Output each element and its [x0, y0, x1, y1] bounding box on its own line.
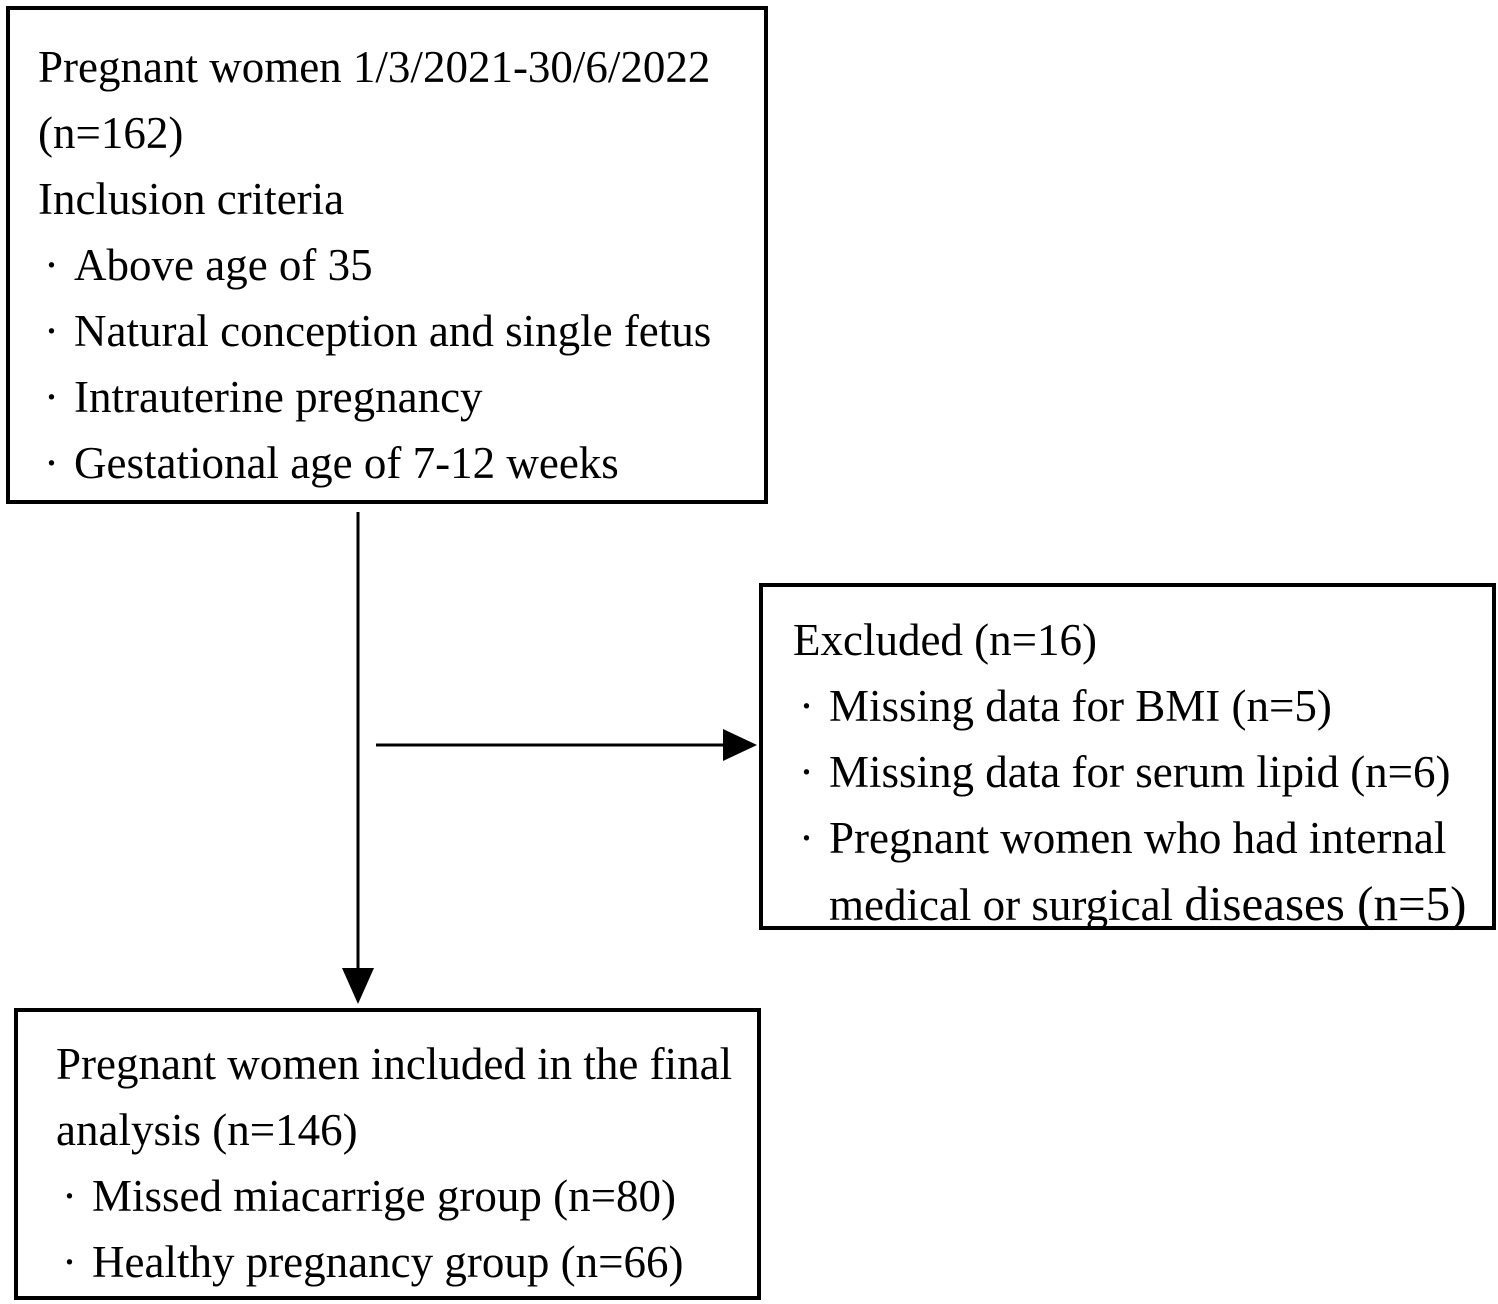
inclusion-bullet-conception-label: Natural conception and single fetus [74, 306, 712, 356]
excluded-title: Excluded (n=16) [793, 615, 1098, 665]
inclusion-bullet-intrauterine: · Intrauterine pregnancy [38, 364, 750, 430]
excluded-box-content: Excluded (n=16) · Missing data for BMI (… [793, 597, 1484, 938]
enrollment-title-line1: Pregnant women 1/3/2021-30/6/2022 [38, 42, 711, 92]
inclusion-bullet-age-label: Above age of 35 [74, 240, 373, 290]
bullet-dot-icon: · [62, 1237, 77, 1287]
bullet-dot-icon: · [44, 306, 59, 356]
final-bullet-missed-miscarriage: · Missed miacarrige group (n=80) [56, 1163, 745, 1229]
bullet-dot-icon: · [44, 372, 59, 422]
bullet-dot-icon: · [799, 813, 814, 863]
excluded-bullet-diseases: · Pregnant women who had internal medica… [793, 805, 1484, 938]
inclusion-bullet-age: · Above age of 35 [38, 232, 750, 298]
final-analysis-title-line2: analysis (n=146) [56, 1105, 358, 1155]
inclusion-bullet-gestational-age-label: Gestational age of 7-12 weeks [74, 438, 619, 488]
bullet-dot-icon: · [44, 438, 59, 488]
final-bullet-missed-miscarriage-label: Missed miacarrige group (n=80) [92, 1171, 676, 1221]
bullet-dot-icon: · [44, 240, 59, 290]
final-bullet-healthy-pregnancy: · Healthy pregnancy group (n=66) [56, 1229, 745, 1295]
final-analysis-box: Pregnant women included in the final ana… [14, 1008, 761, 1300]
excluded-bullet-serum-lipid-label: Missing data for serum lipid (n=6) [829, 747, 1451, 797]
arrow-right-head-icon [723, 729, 757, 761]
final-analysis-box-content: Pregnant women included in the final ana… [56, 1021, 745, 1295]
final-bullet-healthy-pregnancy-label: Healthy pregnancy group (n=66) [92, 1237, 684, 1287]
excluded-bullet-diseases-label: Pregnant women who had internal medical … [829, 805, 1484, 938]
arrow-down-head-icon [342, 968, 374, 1004]
excluded-bullet-bmi: · Missing data for BMI (n=5) [793, 673, 1484, 739]
inclusion-bullet-gestational-age: · Gestational age of 7-12 weeks [38, 430, 750, 496]
excluded-box: Excluded (n=16) · Missing data for BMI (… [759, 583, 1496, 931]
excluded-bullet-diseases-suffix: diseases (n=5) [1184, 876, 1467, 931]
inclusion-criteria-heading: Inclusion criteria [38, 174, 345, 224]
bullet-dot-icon: · [62, 1171, 77, 1221]
enrollment-count: (n=162) [38, 108, 184, 158]
bullet-dot-icon: · [799, 681, 814, 731]
excluded-bullet-diseases-text: Pregnant women who had internal medical … [829, 813, 1447, 930]
enrollment-box: Pregnant women 1/3/2021-30/6/2022 (n=162… [6, 6, 768, 504]
inclusion-bullet-conception: · Natural conception and single fetus [38, 298, 750, 364]
inclusion-bullet-intrauterine-label: Intrauterine pregnancy [74, 372, 483, 422]
excluded-bullet-serum-lipid: · Missing data for serum lipid (n=6) [793, 739, 1484, 805]
excluded-bullet-bmi-label: Missing data for BMI (n=5) [829, 681, 1332, 731]
enrollment-box-content: Pregnant women 1/3/2021-30/6/2022 (n=162… [38, 24, 750, 496]
bullet-dot-icon: · [799, 747, 814, 797]
final-analysis-title-line1: Pregnant women included in the final [56, 1039, 733, 1089]
